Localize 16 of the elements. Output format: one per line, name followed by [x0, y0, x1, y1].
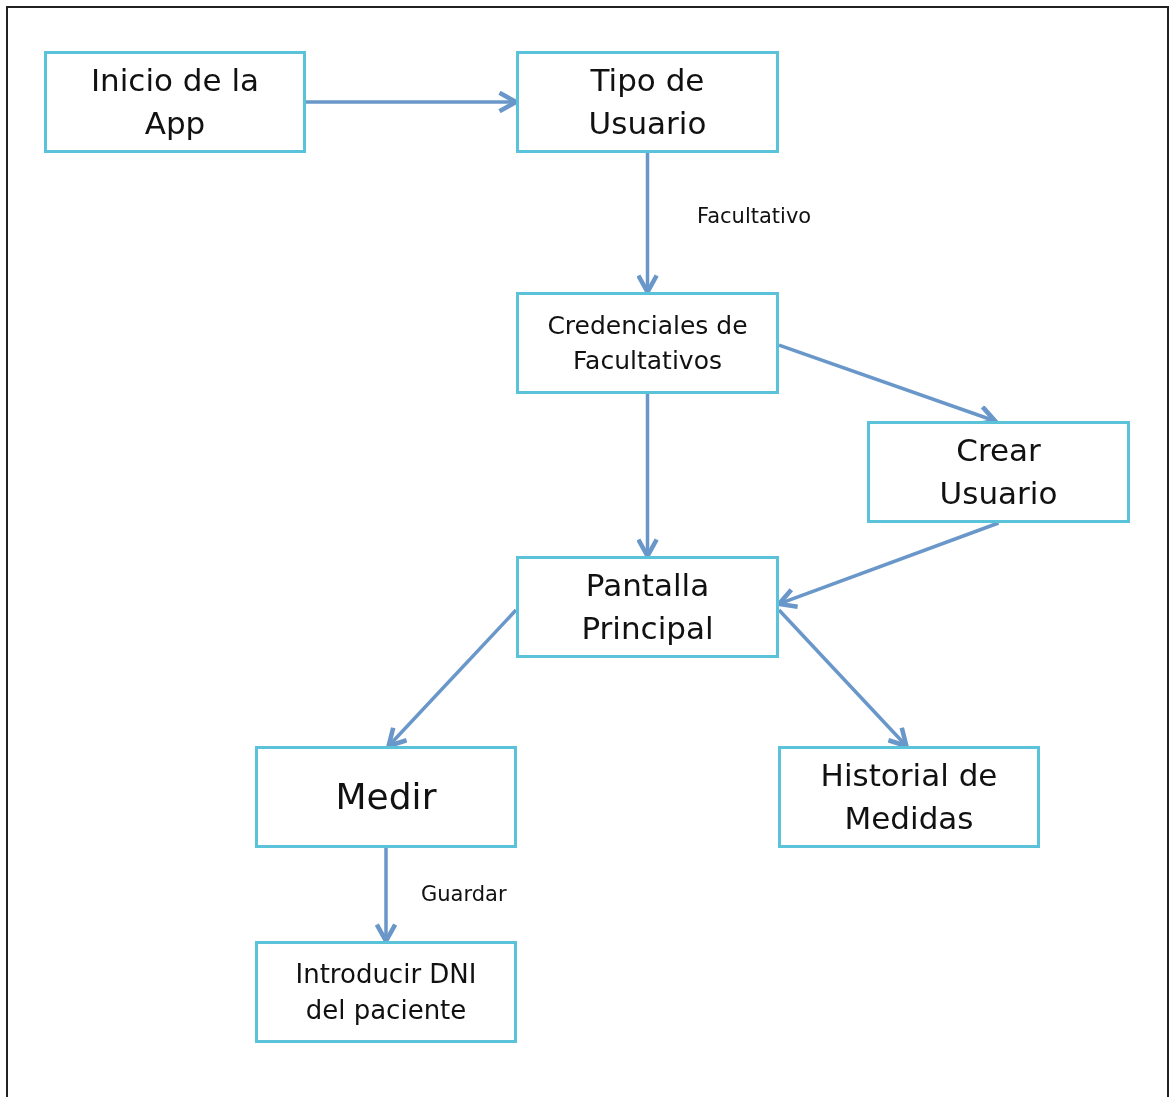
box-label: Crear Usuario — [938, 430, 1059, 513]
process-box — [44, 51, 306, 153]
box-label: Introducir DNI del paciente — [294, 957, 478, 1027]
process-box — [516, 292, 779, 394]
process-box — [778, 746, 1040, 848]
process-box — [516, 556, 779, 658]
box-label: Pantalla Principal — [580, 565, 715, 648]
process-box — [867, 421, 1130, 523]
box-label: Medir — [335, 774, 437, 819]
box-label: Tipo de Usuario — [587, 60, 708, 143]
box-label: Historial de Medidas — [819, 755, 999, 838]
process-box — [255, 746, 517, 848]
box-label: Inicio de la App — [89, 60, 261, 143]
box-label: Credenciales de Facultativos — [546, 310, 749, 377]
process-box — [516, 51, 779, 153]
process-box — [255, 941, 517, 1043]
